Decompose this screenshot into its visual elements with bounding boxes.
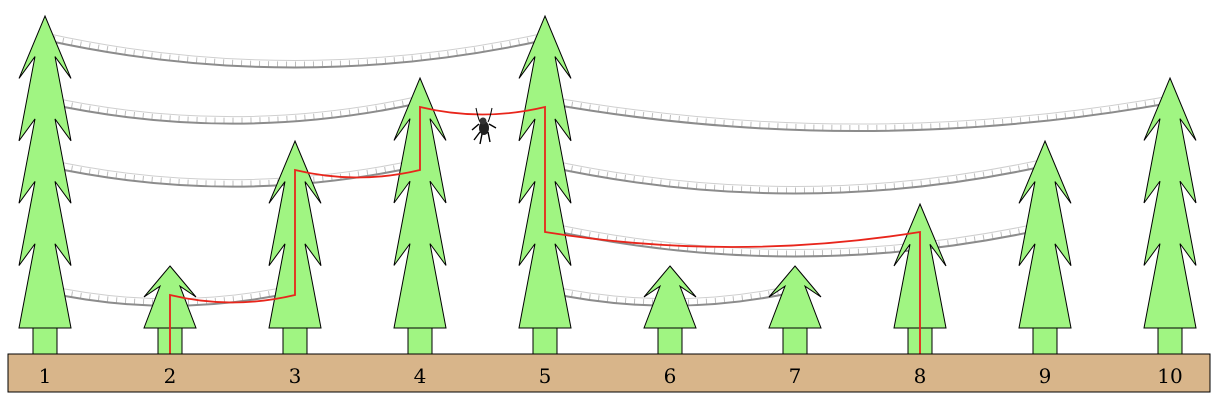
route <box>169 105 921 354</box>
bridge-1-5 <box>44 32 546 69</box>
tree-trunk <box>657 327 683 355</box>
route-line <box>169 105 921 354</box>
monkey-icon <box>471 107 497 145</box>
tree-6 <box>643 265 697 355</box>
tree-label: 2 <box>164 364 177 388</box>
tree-label: 8 <box>914 364 927 388</box>
tree-1 <box>18 14 72 355</box>
tree-label: 6 <box>664 364 677 388</box>
bridges <box>44 32 1171 307</box>
tree-label: 7 <box>789 364 802 388</box>
tree-trunk <box>1157 327 1183 355</box>
tree-9 <box>1018 139 1072 355</box>
bridge-5-10 <box>544 95 1171 132</box>
tree-crown <box>18 14 72 329</box>
tree-crown <box>1143 76 1197 329</box>
tree-trunk <box>407 327 433 355</box>
ground <box>7 353 1211 393</box>
tree-trunk <box>32 327 58 355</box>
tree-trunk <box>532 327 558 355</box>
tree-crown <box>643 265 697 329</box>
tree-label: 4 <box>414 364 427 388</box>
tree-trunk <box>282 327 308 355</box>
tree-labels: 1 2 3 4 5 6 7 8 9 10 <box>39 364 1183 388</box>
bridge-5-9 <box>544 158 1046 195</box>
tree-trunk <box>782 327 808 355</box>
tree-7 <box>768 265 822 355</box>
tree-label: 9 <box>1039 364 1052 388</box>
tree-crown <box>1018 139 1072 329</box>
tree-crown <box>768 265 822 329</box>
tree-crown <box>393 76 447 329</box>
tree-4 <box>393 76 447 355</box>
tree-label: 10 <box>1157 364 1182 388</box>
bridge-5-9 <box>544 221 1046 258</box>
bridge-1-4 <box>44 158 421 188</box>
tree-label: 3 <box>289 364 302 388</box>
tree-label: 1 <box>39 364 52 388</box>
tree-trunk <box>1032 327 1058 355</box>
tree-label: 5 <box>539 364 552 388</box>
tree-10 <box>1143 76 1197 355</box>
bridge-1-4 <box>44 95 421 125</box>
